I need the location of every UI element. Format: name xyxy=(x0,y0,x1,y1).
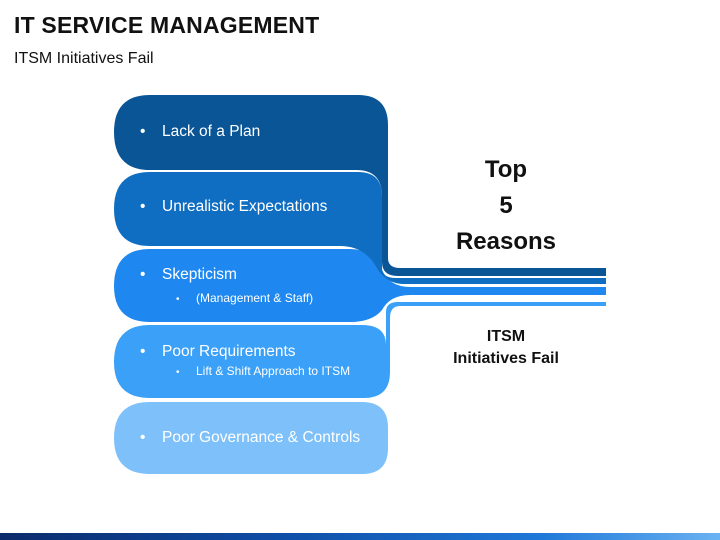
reason-item-4: • Poor Requirements xyxy=(140,343,296,361)
bullet-icon: • xyxy=(176,294,180,305)
reason-label-4: Poor Requirements xyxy=(162,343,296,360)
reason-sublabel-4: Lift & Shift Approach to ITSM xyxy=(196,364,351,378)
top-line-3: Reasons xyxy=(455,228,557,255)
reason-label-5: Poor Governance & Controls xyxy=(162,429,361,446)
reason-item-5: • Poor Governance & Controls xyxy=(140,429,360,447)
fail-line-1: ITSM xyxy=(486,328,526,345)
top-line-1: Top xyxy=(484,156,528,183)
reason-shape-2 xyxy=(114,172,606,284)
slide-title: IT SERVICE MANAGEMENT xyxy=(14,12,320,38)
reason-sublabel-3: (Management & Staff) xyxy=(196,291,314,305)
reason-item-3: • Skepticism xyxy=(140,266,237,284)
reason-item-2: • Unrealistic Expectations xyxy=(140,198,327,216)
reason-label-1: Lack of a Plan xyxy=(162,123,261,140)
reason-label-2: Unrealistic Expectations xyxy=(162,198,328,215)
top-line-2: 5 xyxy=(499,192,513,219)
reason-label-3: Skepticism xyxy=(162,266,237,283)
reason-shape-5 xyxy=(114,402,388,474)
fail-line-2: Initiatives Fail xyxy=(453,350,559,367)
reason-item-1: • Lack of a Plan xyxy=(140,123,260,141)
bullet-icon: • xyxy=(140,266,146,283)
bottom-accent-bar xyxy=(0,533,720,540)
reason-sub-4: • Lift & Shift Approach to ITSM xyxy=(176,364,350,378)
bullet-icon: • xyxy=(140,429,146,446)
reason-sub-3: • (Management & Staff) xyxy=(176,291,313,305)
bullet-icon: • xyxy=(140,343,146,360)
reason-shape-4 xyxy=(114,302,606,398)
bullet-icon: • xyxy=(176,367,180,378)
reason-shape-1 xyxy=(114,95,606,276)
top-reasons-label: Top 5 Reasons xyxy=(420,152,592,260)
slide-subtitle: ITSM Initiatives Fail xyxy=(14,50,154,67)
bullet-icon: • xyxy=(140,198,146,215)
initiatives-fail-label: ITSM Initiatives Fail xyxy=(420,326,592,370)
reason-shape-3 xyxy=(114,249,606,322)
bullet-icon: • xyxy=(140,123,146,140)
